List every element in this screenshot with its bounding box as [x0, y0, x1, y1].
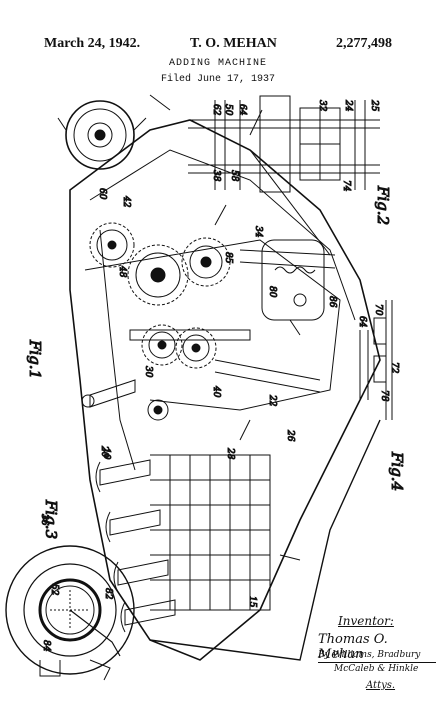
- fig2-label: Fig.2: [374, 185, 392, 225]
- ref-numeral: 70: [373, 304, 383, 316]
- ref-numeral: 64: [357, 316, 367, 328]
- fig4-detail: [359, 300, 393, 420]
- ref-numeral: 85: [223, 252, 233, 264]
- attorney-by-line: By Williams, Bradbury: [318, 650, 421, 660]
- fig1-machine-body: [57, 94, 381, 661]
- ref-numeral: 48: [117, 265, 127, 278]
- ref-numeral: 78: [379, 390, 389, 402]
- ref-numeral: 38: [211, 170, 221, 182]
- ref-numeral: 86: [327, 296, 337, 308]
- gear-train: [89, 222, 231, 421]
- ref-numeral: 60: [97, 188, 107, 200]
- filed-date: Filed June 17, 1937: [160, 74, 276, 85]
- inventor-signature: Thomas O. Mehan: [318, 632, 436, 663]
- attorney-firm: McCaleb & Hinkle: [334, 664, 419, 674]
- ref-numeral: 40: [211, 385, 221, 398]
- key-stems: [95, 454, 271, 633]
- ref-numeral: 82: [103, 588, 113, 600]
- ref-numeral: 26: [285, 429, 295, 442]
- ref-numeral: 30: [143, 366, 153, 378]
- ref-numeral: 62: [211, 104, 221, 116]
- patent-date: March 24, 1942.: [44, 36, 141, 51]
- ref-numeral: 15: [247, 596, 257, 608]
- ref-numeral: 58: [229, 170, 239, 182]
- ref-numeral: 20: [99, 445, 109, 458]
- ref-numeral: 52: [49, 584, 59, 596]
- ref-numeral: 72: [389, 362, 399, 374]
- ref-numeral: 64: [237, 104, 247, 116]
- reference-numerals: 62 50 64 32 24 25 38 58 60 42 34 48 10 2…: [39, 99, 400, 653]
- ref-numeral: 34: [253, 226, 263, 238]
- patent-number: 2,277,498: [336, 36, 392, 51]
- ref-numeral: 22: [267, 394, 277, 407]
- ref-numeral: 28: [225, 447, 235, 460]
- fig3-detail: [5, 545, 135, 681]
- ref-numeral: 10: [101, 448, 111, 460]
- fig4-label: Fig.4: [388, 451, 406, 491]
- fig1-label: Fig.1: [26, 339, 44, 379]
- patent-inventor-header: T. O. MEHAN: [190, 36, 277, 51]
- ref-numeral: 80: [267, 286, 277, 298]
- ref-numeral: 24: [343, 99, 353, 112]
- fig2-detail: [188, 95, 380, 193]
- ref-numeral: 50: [223, 104, 233, 116]
- ref-numeral: 36: [39, 514, 49, 526]
- ref-numeral: 74: [341, 180, 351, 192]
- invention-title: ADDING MACHINE: [168, 58, 267, 69]
- ref-numeral: 32: [317, 100, 327, 112]
- fig3-label: Fig.3: [42, 499, 60, 539]
- ref-numeral: 25: [369, 99, 379, 112]
- cam-plate: [239, 239, 336, 321]
- ref-numeral: 84: [41, 640, 51, 652]
- attorneys-label: Attys.: [366, 680, 396, 691]
- inventor-label: Inventor:: [338, 614, 394, 628]
- ref-numeral: 42: [121, 195, 131, 208]
